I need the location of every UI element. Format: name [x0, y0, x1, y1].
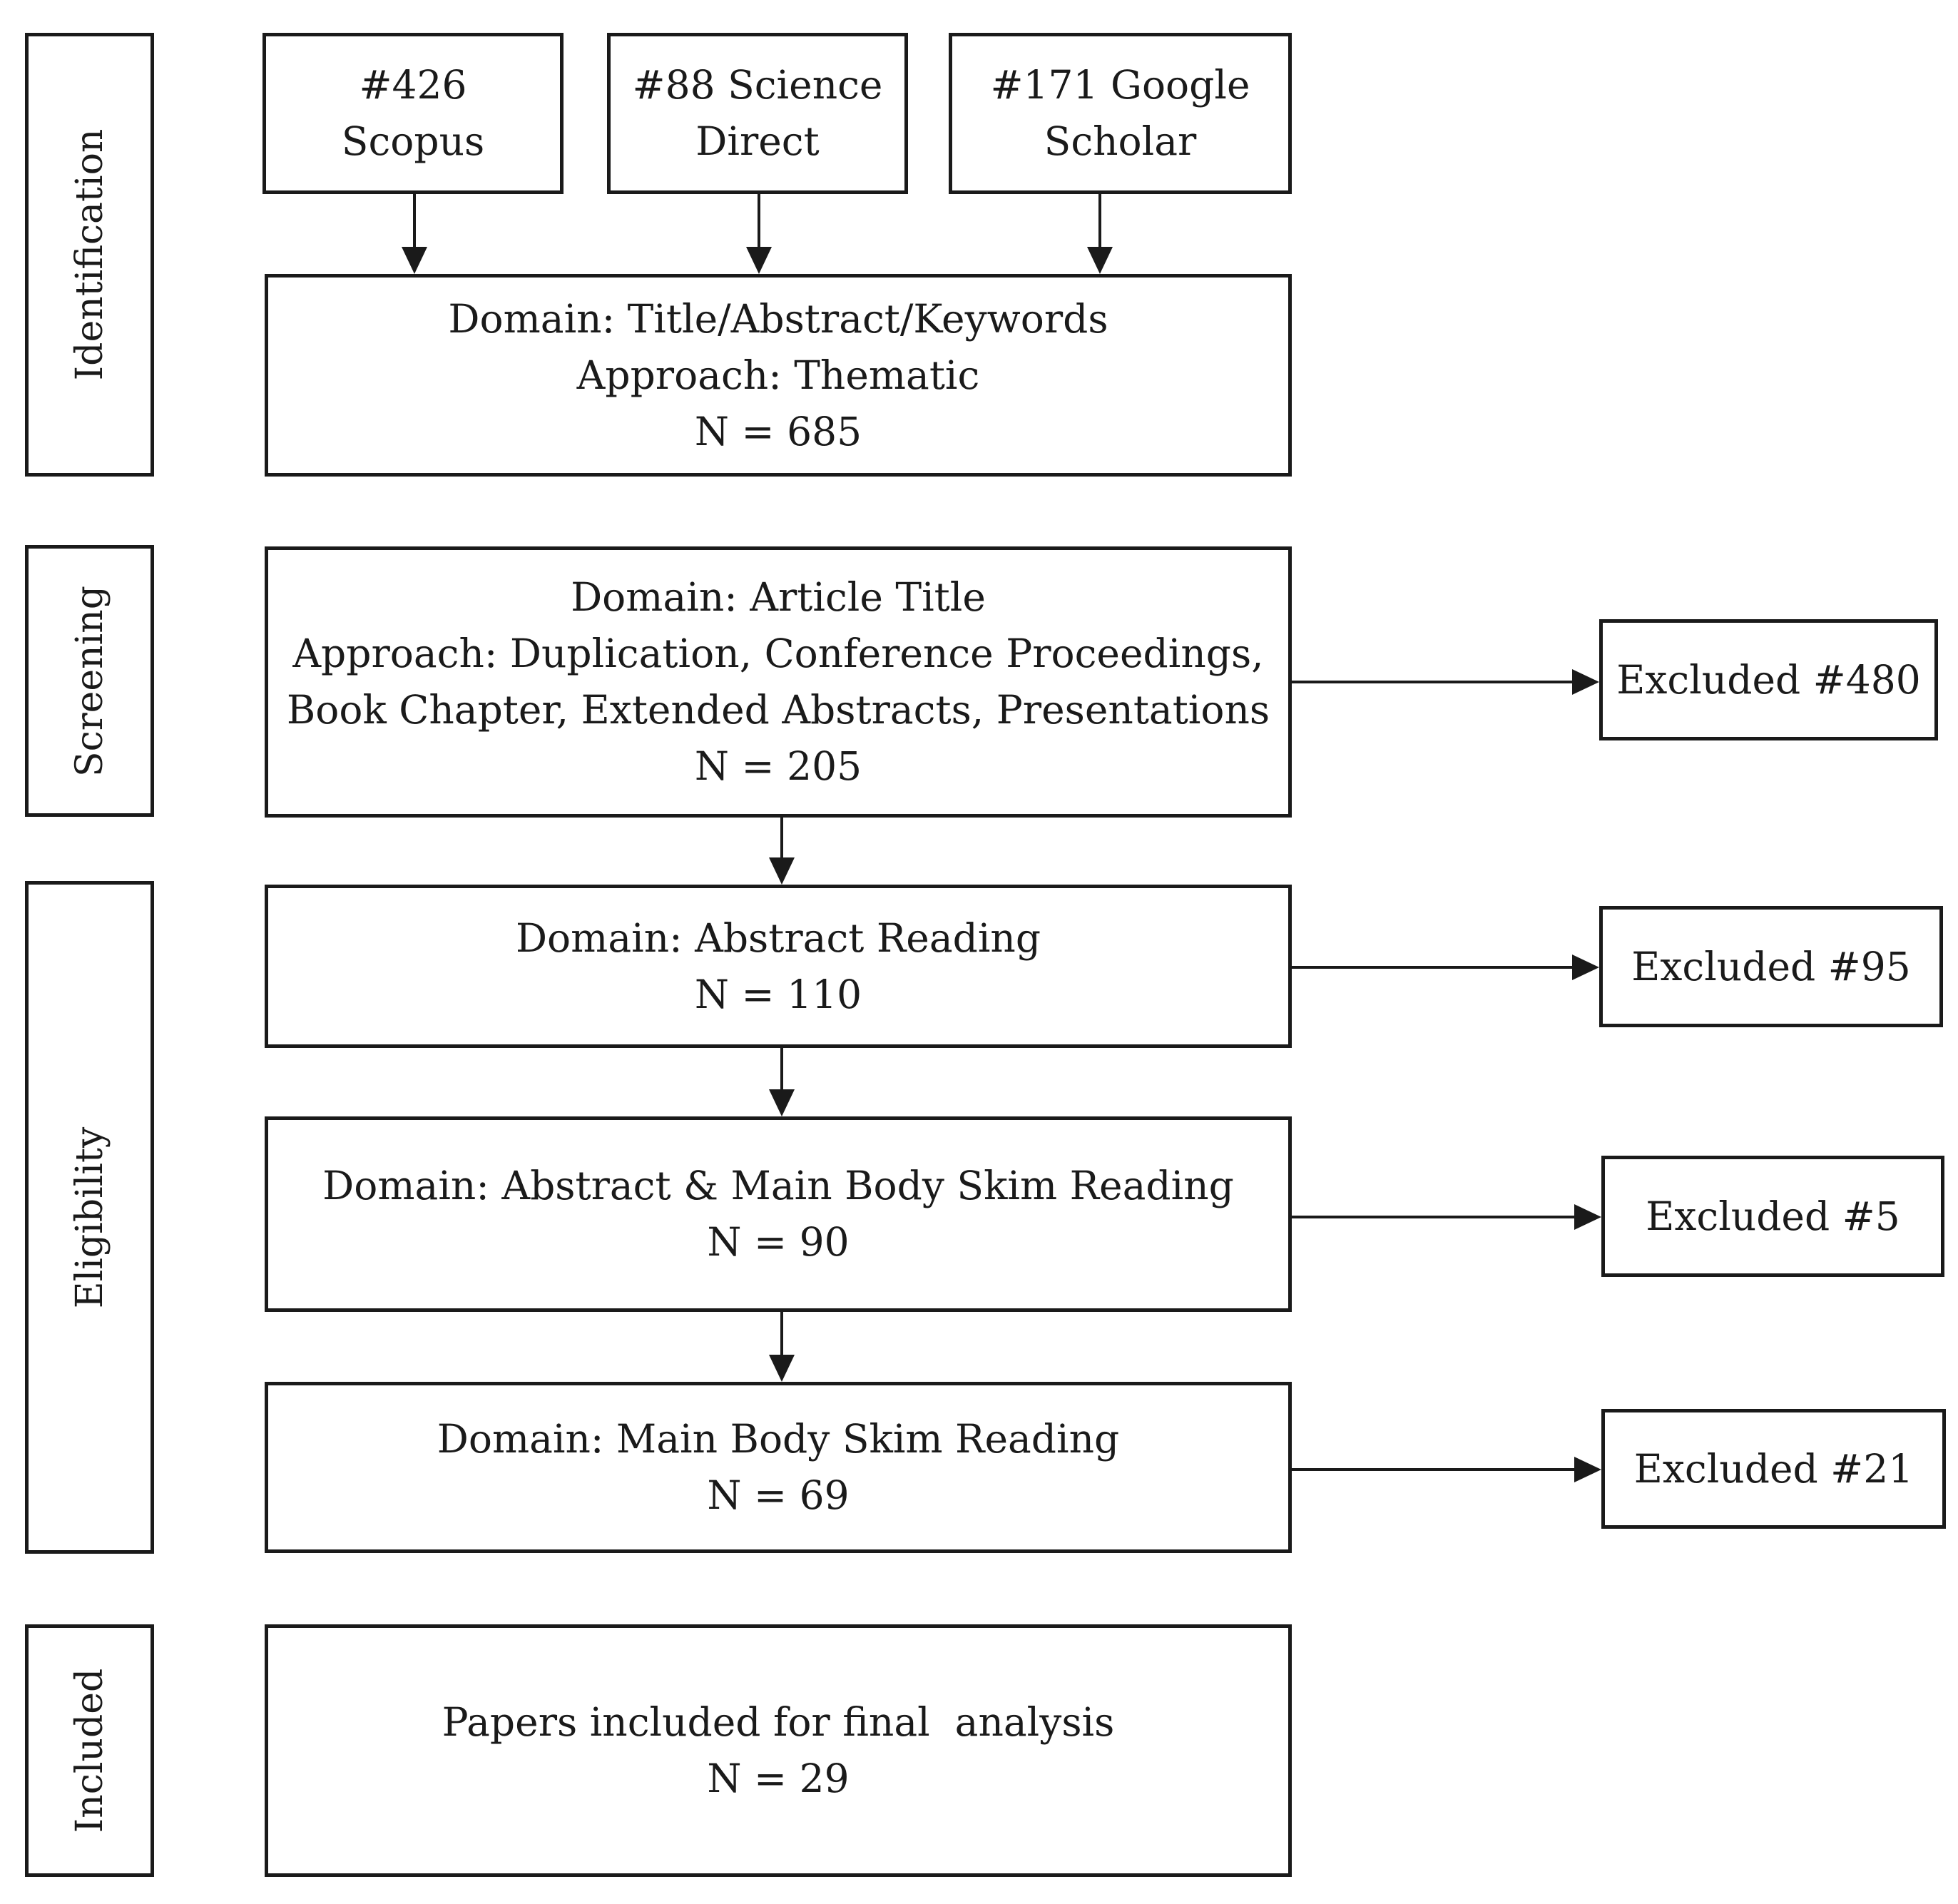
source-scopus-line-1: #426 [359, 62, 467, 108]
arrow-google-scholar-to-identification [1087, 194, 1113, 274]
excluded-box-main-body: Excluded #21 [1601, 1409, 1946, 1529]
excluded-screening-label: Excluded #480 [1616, 656, 1921, 703]
abstract-reading-count: N = 110 [694, 971, 862, 1017]
main-body-domain: Domain: Main Body Skim Reading [437, 1416, 1120, 1462]
arrow-science-direct-to-identification [746, 194, 772, 274]
arrow-to-excluded-abstract-main-body [1292, 1204, 1601, 1230]
source-box-scopus: #426 Scopus [262, 33, 564, 194]
excluded-box-abstract-main-body: Excluded #5 [1601, 1156, 1944, 1277]
stage-included: Included [25, 1624, 154, 1877]
stage-identification: Identification [25, 33, 154, 477]
abstract-main-body-domain: Domain: Abstract & Main Body Skim Readin… [322, 1163, 1234, 1208]
screening-approach-1: Approach: Duplication, Conference Procee… [292, 631, 1264, 676]
included-box: Papers included for final analysis N = 2… [265, 1624, 1292, 1877]
main-body-box: Domain: Main Body Skim Reading N = 69 [265, 1382, 1292, 1553]
identification-approach: Approach: Thematic [576, 352, 980, 398]
stage-eligibility: Eligibility [25, 881, 154, 1554]
arrow-abstract-reading-to-abstract-main-body [769, 1048, 795, 1116]
abstract-reading-domain: Domain: Abstract Reading [515, 915, 1041, 961]
abstract-reading-box: Domain: Abstract Reading N = 110 [265, 885, 1292, 1048]
included-count: N = 29 [707, 1756, 850, 1801]
source-science-direct-line-2: Direct [695, 118, 820, 164]
abstract-main-body-box: Domain: Abstract & Main Body Skim Readin… [265, 1116, 1292, 1312]
source-box-science-direct: #88 Science Direct [607, 33, 908, 194]
arrow-abstract-main-body-to-main-body [769, 1312, 795, 1382]
arrow-to-excluded-abstract-reading [1292, 954, 1599, 980]
excluded-abstract-main-body-label: Excluded #5 [1646, 1193, 1900, 1239]
excluded-box-screening: Excluded #480 [1599, 619, 1938, 740]
identification-count: N = 685 [694, 408, 862, 454]
source-google-scholar-line-1: #171 Google [990, 62, 1250, 108]
screening-approach-2: Book Chapter, Extended Abstracts, Presen… [286, 687, 1270, 733]
source-google-scholar-line-2: Scholar [1044, 118, 1197, 164]
screening-box: Domain: Article Title Approach: Duplicat… [265, 546, 1292, 818]
arrow-to-excluded-screening [1292, 669, 1599, 695]
arrow-scopus-to-identification [402, 194, 427, 274]
source-box-google-scholar: #171 Google Scholar [949, 33, 1292, 194]
source-science-direct-line-1: #88 Science [632, 62, 883, 108]
excluded-abstract-reading-label: Excluded #95 [1631, 943, 1911, 989]
screening-domain: Domain: Article Title [571, 574, 986, 620]
identification-domain: Domain: Title/Abstract/Keywords [448, 295, 1108, 342]
identification-box: Domain: Title/Abstract/Keywords Approach… [265, 274, 1292, 477]
abstract-main-body-count: N = 90 [707, 1219, 850, 1265]
main-body-count: N = 69 [707, 1472, 850, 1518]
stage-screening: Screening [25, 545, 154, 817]
excluded-main-body-label: Excluded #21 [1633, 1445, 1914, 1492]
excluded-box-abstract-reading: Excluded #95 [1599, 906, 1943, 1027]
included-description: Papers included for final analysis [442, 1699, 1115, 1745]
arrow-to-excluded-main-body [1292, 1457, 1601, 1482]
arrow-screening-to-abstract-reading [769, 818, 795, 885]
screening-count: N = 205 [694, 743, 862, 789]
source-scopus-line-2: Scopus [341, 118, 485, 164]
